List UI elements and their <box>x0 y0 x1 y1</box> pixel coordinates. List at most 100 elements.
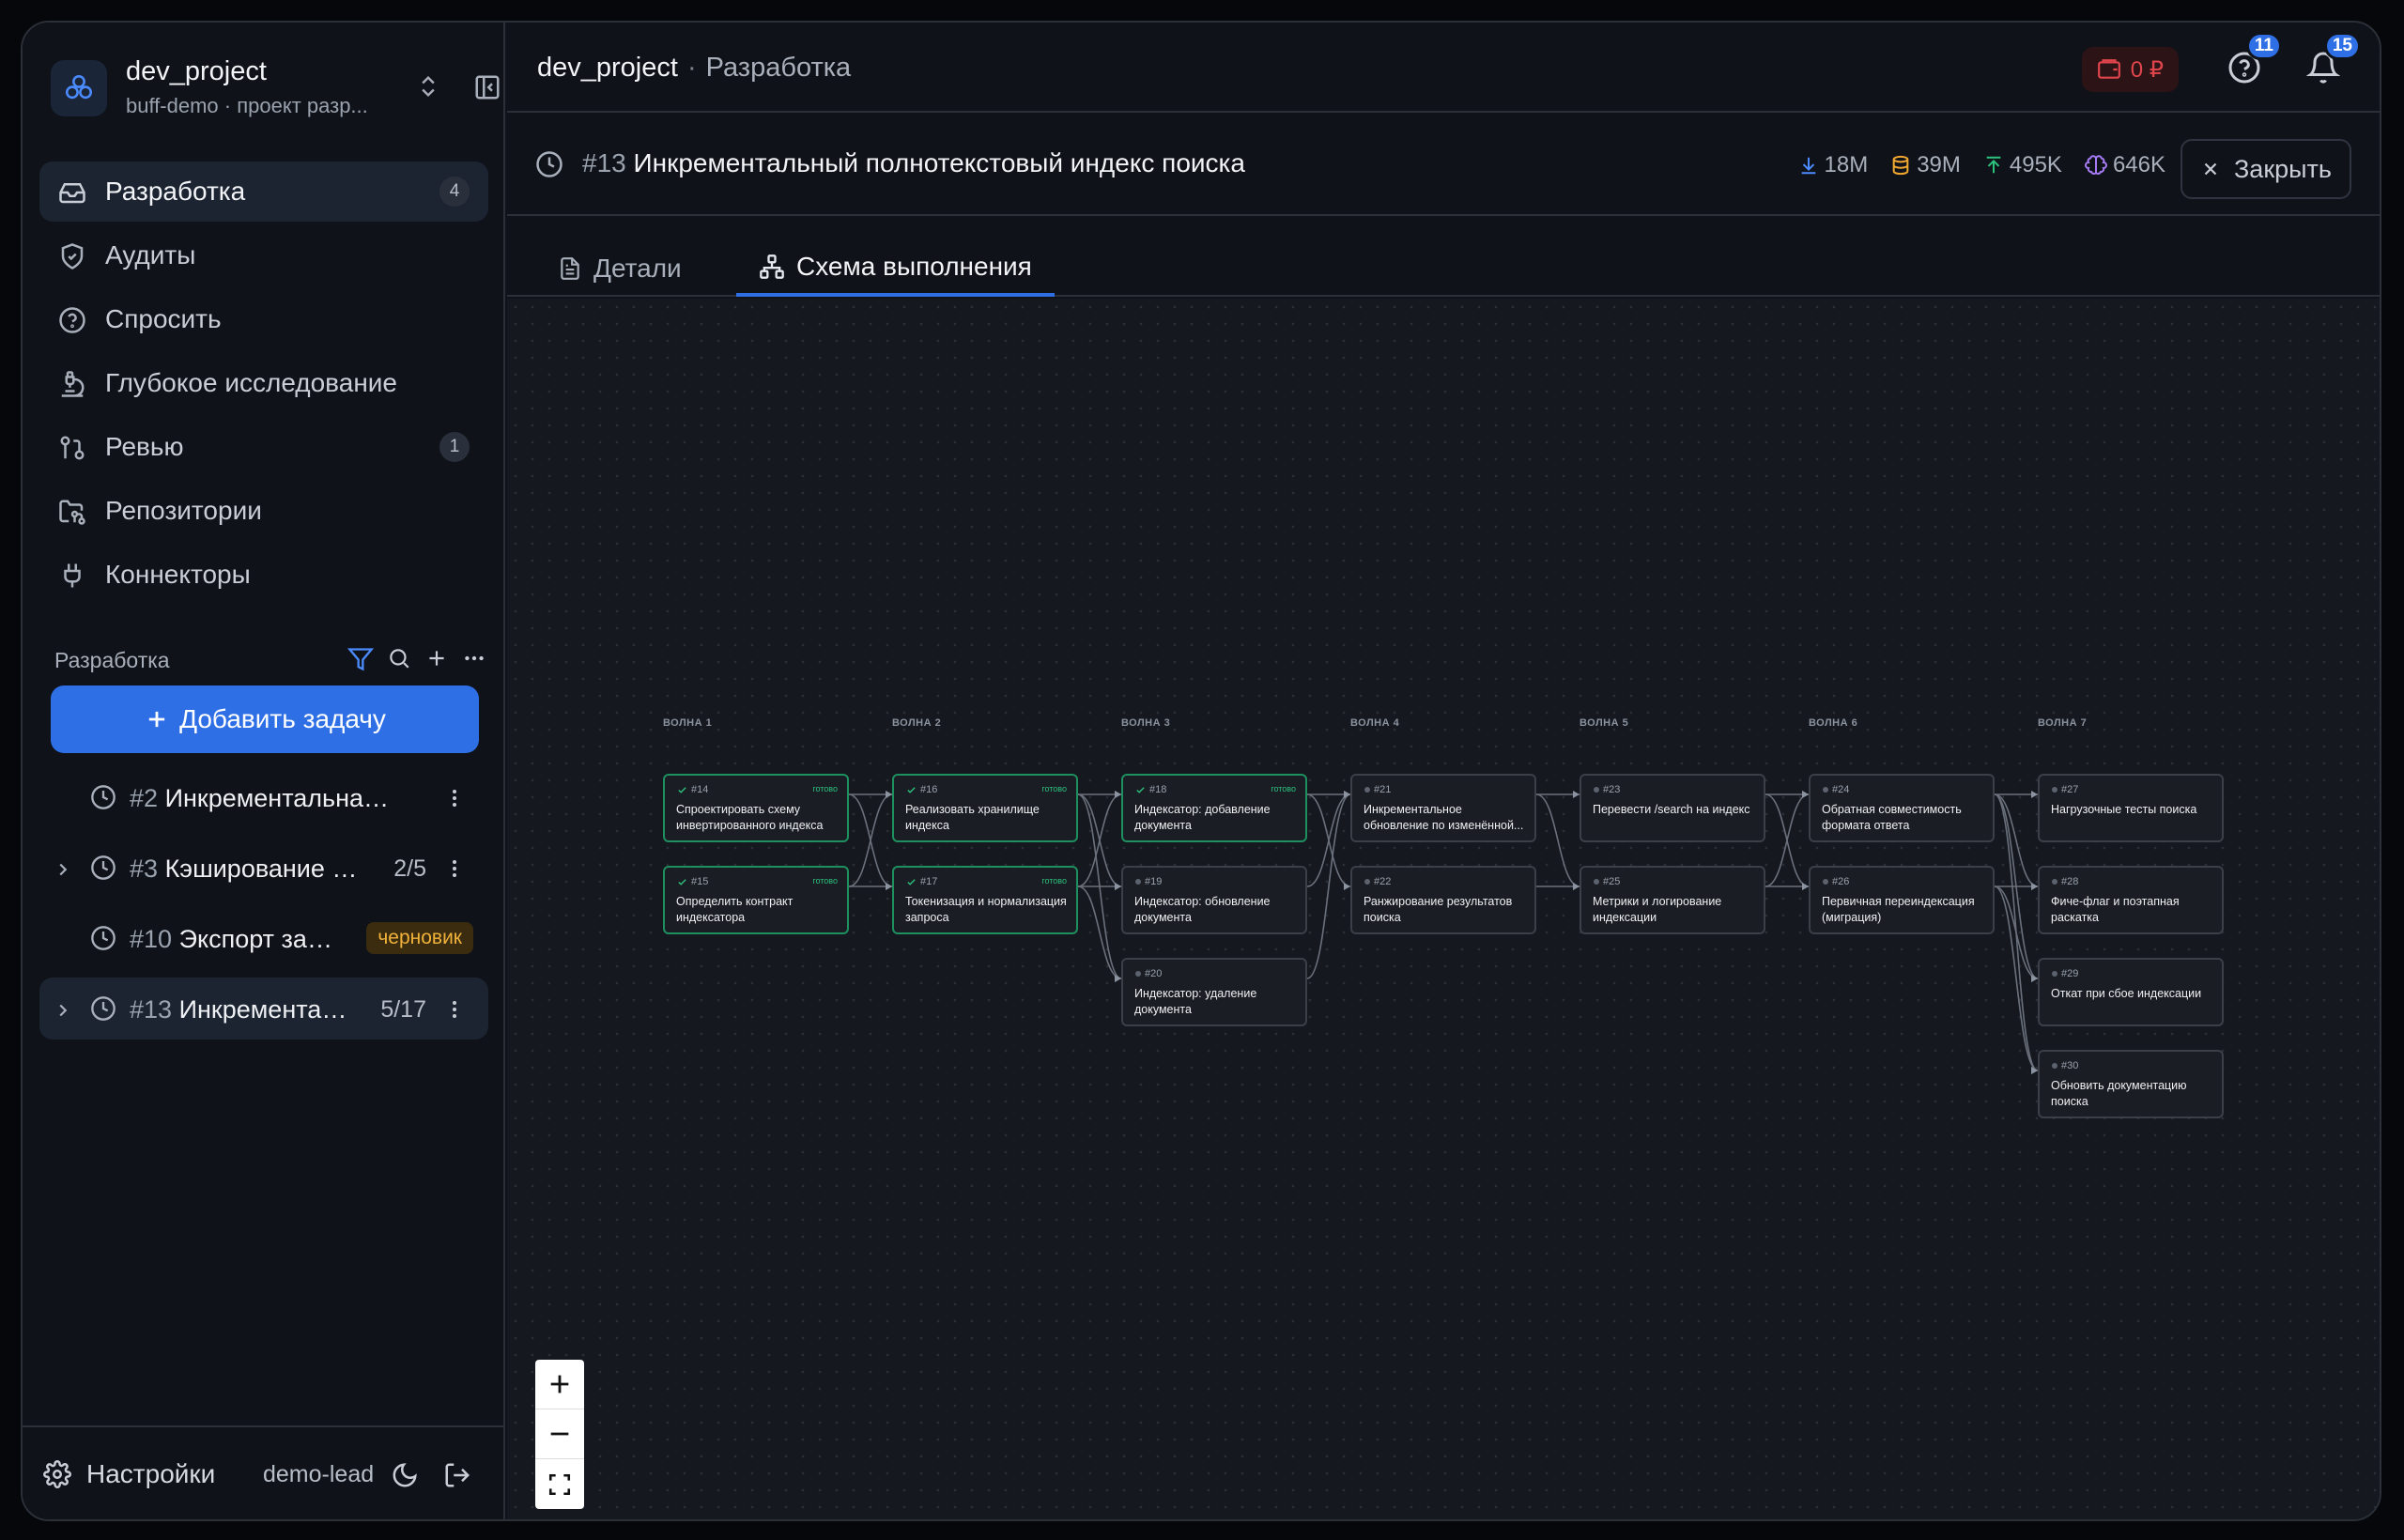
zoom-out-button[interactable] <box>535 1409 584 1459</box>
database-icon <box>1892 155 1909 176</box>
graph-edge <box>1764 793 1810 887</box>
main-nav: Разработка 4 Аудиты Спросить Глубокое ис… <box>39 162 488 608</box>
chevron-right-icon[interactable] <box>53 998 73 1027</box>
node-id: #28 <box>2052 876 2078 887</box>
graph-edge <box>1994 886 2039 1071</box>
breadcrumb-page[interactable]: Разработка <box>705 53 852 83</box>
status-dot <box>2052 787 2057 793</box>
nav-item-audits[interactable]: Аудиты <box>39 225 488 285</box>
chevron-right-icon[interactable] <box>53 857 73 886</box>
help-count-badge: 11 <box>2245 32 2282 60</box>
node-title: Индексатор: удаление документа <box>1134 987 1257 1016</box>
nav-item-connectors[interactable]: Коннекторы <box>39 545 488 605</box>
nav-item-deep-research[interactable]: Глубокое исследование <box>39 353 488 413</box>
edge-arrow <box>2031 1067 2038 1074</box>
node-id: #17 <box>906 876 937 887</box>
download-stat: 18M <box>1798 152 1868 178</box>
node-id: #24 <box>1823 784 1849 795</box>
more-vertical-icon[interactable] <box>443 855 466 888</box>
graph-edge <box>1306 793 1351 887</box>
zoom-in-button[interactable] <box>535 1360 584 1409</box>
node-id: #21 <box>1364 784 1391 795</box>
help-button[interactable]: 11 <box>2227 32 2282 89</box>
download-icon <box>1801 157 1815 175</box>
status-dot <box>1135 971 1141 977</box>
more-vertical-icon[interactable] <box>443 785 466 818</box>
balance-badge[interactable]: 0 ₽ <box>2081 47 2179 92</box>
settings-button[interactable]: Настройки <box>43 1459 215 1489</box>
edge-arrow <box>1573 883 1580 890</box>
filter-icon[interactable] <box>347 646 375 677</box>
tab-schema[interactable]: Схема выполнения <box>736 240 1055 297</box>
edge-arrow <box>1802 791 1809 798</box>
shield-check-icon <box>58 242 86 277</box>
nav-item-ask[interactable]: Спросить <box>39 289 488 349</box>
breadcrumb-project[interactable]: dev_project <box>537 53 678 83</box>
project-name: dev_project <box>126 56 267 86</box>
task-item[interactable]: #3 Кэширование отв... 2/5 <box>39 837 488 899</box>
node-title: Реализовать хранилище индекса <box>905 803 1040 832</box>
node-title: Спроектировать схему инвертированного ин… <box>676 803 824 832</box>
brain-stat: 646K <box>2085 152 2165 178</box>
nav-item-repositories[interactable]: Репозитории <box>39 481 488 541</box>
node-status: готово <box>812 876 838 886</box>
close-button[interactable]: Закрыть <box>2181 139 2351 199</box>
project-switcher[interactable]: dev_project buff-demo · проект разр... <box>51 56 500 124</box>
sidebar-collapse-icon[interactable] <box>473 73 501 106</box>
edge-arrow <box>2031 791 2038 798</box>
brain-icon <box>2085 155 2107 175</box>
node-status: готово <box>1271 784 1296 793</box>
graph-edge <box>1077 793 1122 887</box>
edge-arrow <box>1573 791 1580 798</box>
logout-icon[interactable] <box>443 1461 471 1494</box>
add-task-button[interactable]: Добавить задачу <box>51 685 479 753</box>
node-title: Инкрементальное обновление по изменённой… <box>1364 803 1524 832</box>
node-title: Определить контракт индексатора <box>676 895 794 924</box>
nav-item-development[interactable]: Разработка 4 <box>39 162 488 222</box>
task-item[interactable]: #10 Экспорт зам... черновик <box>39 907 488 969</box>
plus-icon[interactable] <box>424 646 449 677</box>
tab-details[interactable]: Детали <box>535 240 704 297</box>
main-panel: dev_project·Разработка 0 ₽ 11 15 #13 Инк… <box>507 23 2380 1519</box>
moon-icon[interactable] <box>391 1461 419 1494</box>
nav-item-review[interactable]: Ревью 1 <box>39 417 488 477</box>
node-title: Первичная переиндексация (миграция) <box>1822 895 1975 924</box>
notifications-button[interactable]: 15 <box>2305 32 2361 89</box>
more-vertical-icon[interactable] <box>443 996 466 1029</box>
search-icon[interactable] <box>387 646 411 677</box>
edge-arrow <box>2031 975 2038 982</box>
task-title: #13 Инкрементальный полнотекстовый индек… <box>582 148 1245 177</box>
graph-edge <box>1306 793 1351 979</box>
nav-label: Разработка <box>105 177 246 206</box>
more-horizontal-icon[interactable] <box>462 646 486 677</box>
node-title: Перевести /search на индекс <box>1593 803 1750 816</box>
wave-label: ВОЛНА 6 <box>1809 717 1858 729</box>
clock-icon <box>90 995 116 1028</box>
task-item[interactable]: #2 Инкрементальная и... <box>39 766 488 828</box>
task-item-selected[interactable]: #13 Инкременталь... 5/17 <box>39 978 488 1040</box>
fullscreen-icon <box>548 1473 571 1495</box>
graph-edge <box>1994 793 2039 887</box>
status-dot <box>1594 787 1599 793</box>
fit-view-button[interactable] <box>535 1459 584 1509</box>
edge-arrow <box>1115 791 1121 798</box>
chevron-up-down-icon[interactable] <box>415 73 441 104</box>
